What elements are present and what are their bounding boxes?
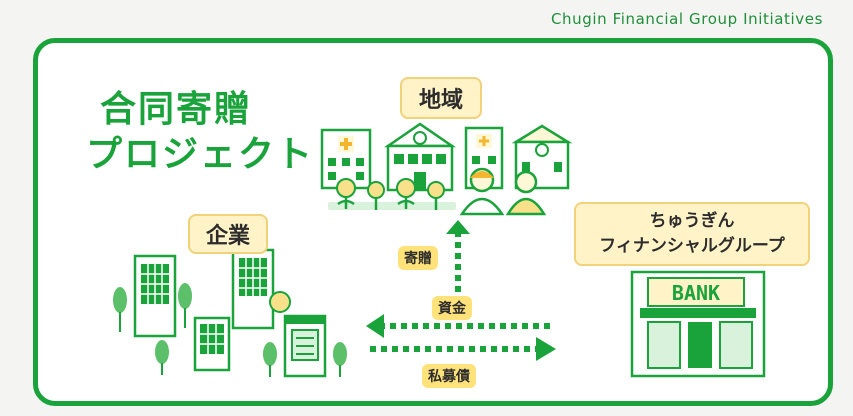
- funds-arrow: [366, 314, 550, 338]
- private-bond-badge: 私募債: [422, 364, 476, 388]
- school-building-icon: [383, 122, 457, 192]
- company-buildings-icon: [113, 248, 347, 378]
- company-label: 企業: [188, 214, 268, 254]
- bank-sign: BANK: [672, 281, 720, 305]
- flower-bed-icon: [328, 178, 456, 210]
- residents-icon: [459, 167, 547, 216]
- project-title-line1: 合同寄贈: [100, 89, 253, 130]
- funds-badge: 資金: [432, 296, 472, 320]
- header-text: Chugin Financial Group Initiatives: [550, 10, 823, 28]
- project-title-line2: プロジェクト: [86, 134, 315, 175]
- group-label-line2: フィナンシャルグループ: [599, 236, 785, 256]
- bank-building-icon: BANK: [630, 270, 766, 378]
- region-label: 地域: [400, 77, 482, 119]
- private-bond-arrow: [370, 337, 556, 361]
- financial-group-label: ちゅうぎん フィナンシャルグループ: [574, 202, 810, 266]
- group-label-line1: ちゅうぎん: [649, 210, 735, 231]
- donation-arrow: [446, 220, 470, 292]
- donation-badge: 寄贈: [398, 246, 438, 270]
